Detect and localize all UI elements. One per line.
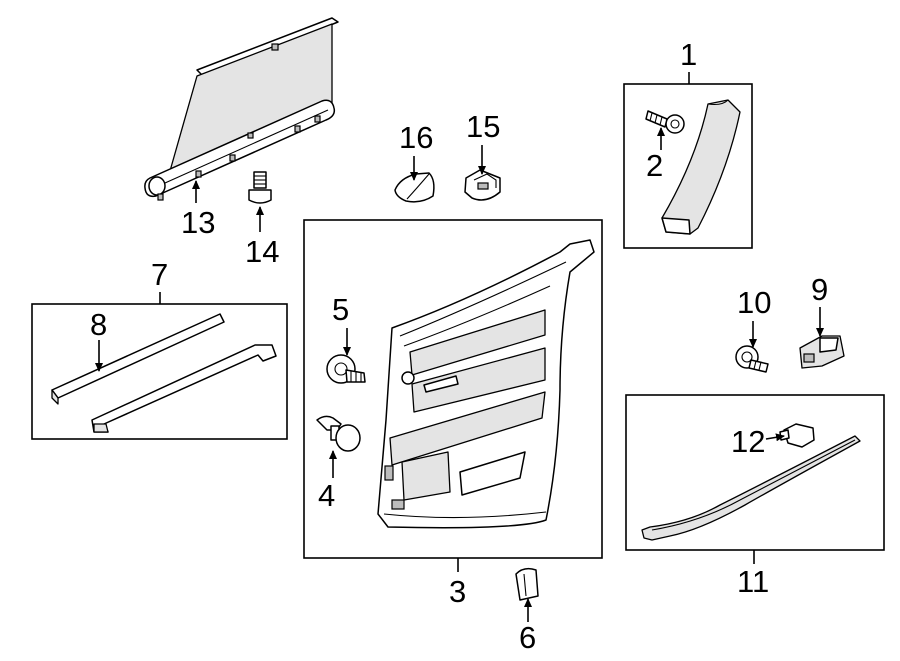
callout-6: 6 [519, 620, 536, 655]
trim-screw [645, 110, 685, 134]
group-box-3 [303, 219, 603, 559]
callout-4: 4 [318, 478, 335, 513]
trim-cap [394, 172, 435, 203]
hole-plug [515, 567, 539, 601]
group-box-7 [31, 303, 288, 440]
callout-1: 1 [680, 37, 697, 72]
callout-15: 15 [466, 109, 500, 144]
pillar-trim-garnish [661, 99, 741, 235]
callout-11: 11 [737, 564, 769, 599]
callout-9: 9 [811, 272, 828, 307]
trim-bracket [799, 335, 845, 369]
callout-3: 3 [449, 574, 466, 609]
callout-16: 16 [399, 120, 433, 155]
push-clip-fastener [316, 415, 361, 452]
group-box-1 [623, 83, 753, 249]
retaining-clip [464, 169, 501, 201]
callout-14: 14 [245, 234, 279, 269]
callout-2: 2 [646, 148, 663, 183]
mounting-bolt [248, 171, 272, 204]
sill-molding-strip [51, 313, 225, 405]
trim-clip-screw [326, 354, 366, 384]
callout-10: 10 [737, 285, 771, 320]
callout-13: 13 [181, 205, 215, 240]
door-trim-panel [377, 239, 595, 529]
step-garnish-strip [641, 435, 861, 541]
callout-7: 7 [151, 257, 168, 292]
garnish-clip [779, 423, 815, 448]
sill-molding-bracket [91, 344, 277, 433]
callout-12: 12 [731, 424, 765, 459]
leader-12 [765, 433, 785, 442]
callout-5: 5 [332, 292, 349, 327]
pan-head-screw [735, 345, 769, 373]
group-box-11 [625, 394, 885, 551]
cargo-shade-roller [144, 17, 339, 201]
callout-8: 8 [90, 307, 107, 342]
